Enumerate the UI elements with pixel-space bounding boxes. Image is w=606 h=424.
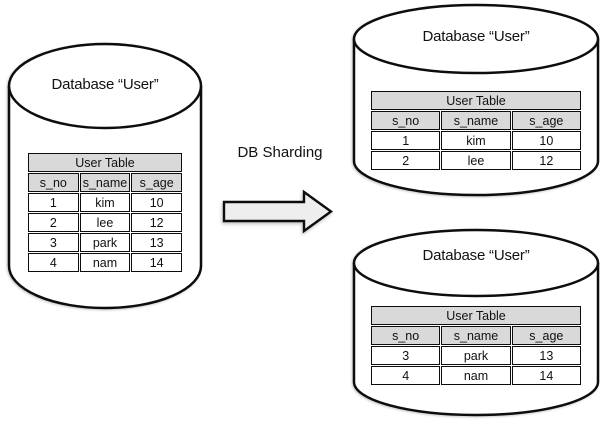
right-block-arrow-icon <box>222 189 334 234</box>
table-row: 3 park 13 <box>371 346 581 365</box>
cell-s-name: nam <box>441 366 511 385</box>
cell-s-no: 1 <box>371 131 441 150</box>
column-header-s-age: s_age <box>511 111 581 130</box>
cell-s-name: nam <box>79 253 131 272</box>
cell-s-name: lee <box>79 213 131 232</box>
source-user-table: User Table s_no s_name s_age 1 kim 10 2 … <box>27 152 183 273</box>
cell-s-name: kim <box>79 193 131 212</box>
table-row: 3 park 13 <box>28 233 182 252</box>
cell-s-age: 13 <box>511 346 581 365</box>
table-title: User Table <box>371 306 581 325</box>
database-title: Database “User” <box>51 76 159 93</box>
table-row: 1 kim 10 <box>371 131 581 150</box>
column-header-s-name: s_name <box>441 111 511 130</box>
cell-s-name: park <box>79 233 131 252</box>
table-header-row: s_no s_name s_age <box>371 111 581 130</box>
cell-s-no: 2 <box>28 213 79 232</box>
cell-s-age: 10 <box>131 193 182 212</box>
column-header-s-age: s_age <box>511 326 581 345</box>
column-header-s-age: s_age <box>131 173 182 192</box>
database-title: Database “User” <box>422 28 530 45</box>
table-row: 2 lee 12 <box>28 213 182 232</box>
cell-s-age: 10 <box>511 131 581 150</box>
table-title: User Table <box>28 153 182 172</box>
cell-s-no: 2 <box>371 151 441 170</box>
table-row: 4 nam 14 <box>28 253 182 272</box>
table-row: 2 lee 12 <box>371 151 581 170</box>
cell-s-no: 1 <box>28 193 79 212</box>
table-title: User Table <box>371 91 581 110</box>
table-title-row: User Table <box>28 153 182 172</box>
column-header-s-no: s_no <box>28 173 79 192</box>
shard-database-2: Database “User” User Table s_no s_name s… <box>352 228 600 417</box>
cell-s-age: 12 <box>131 213 182 232</box>
table-title-row: User Table <box>371 91 581 110</box>
source-database: Database “User” User Table s_no s_name s… <box>7 42 203 310</box>
cell-s-no: 4 <box>371 366 441 385</box>
cell-s-name: kim <box>441 131 511 150</box>
database-title: Database “User” <box>422 247 530 264</box>
cell-s-age: 13 <box>131 233 182 252</box>
table-title-row: User Table <box>371 306 581 325</box>
table-header-row: s_no s_name s_age <box>28 173 182 192</box>
cell-s-age: 14 <box>131 253 182 272</box>
cell-s-no: 3 <box>28 233 79 252</box>
column-header-s-name: s_name <box>79 173 131 192</box>
table-row: 4 nam 14 <box>371 366 581 385</box>
column-header-s-no: s_no <box>371 111 441 130</box>
column-header-s-name: s_name <box>441 326 511 345</box>
column-header-s-no: s_no <box>371 326 441 345</box>
shard-1-user-table: User Table s_no s_name s_age 1 kim 10 2 … <box>370 90 582 171</box>
cell-s-age: 12 <box>511 151 581 170</box>
table-header-row: s_no s_name s_age <box>371 326 581 345</box>
cell-s-no: 3 <box>371 346 441 365</box>
cell-s-name: park <box>441 346 511 365</box>
shard-database-1: Database “User” User Table s_no s_name s… <box>352 3 600 197</box>
cell-s-name: lee <box>441 151 511 170</box>
shard-2-user-table: User Table s_no s_name s_age 3 park 13 4… <box>370 305 582 386</box>
table-row: 1 kim 10 <box>28 193 182 212</box>
db-sharding-label: DB Sharding <box>237 144 323 161</box>
cell-s-no: 4 <box>28 253 79 272</box>
cell-s-age: 14 <box>511 366 581 385</box>
